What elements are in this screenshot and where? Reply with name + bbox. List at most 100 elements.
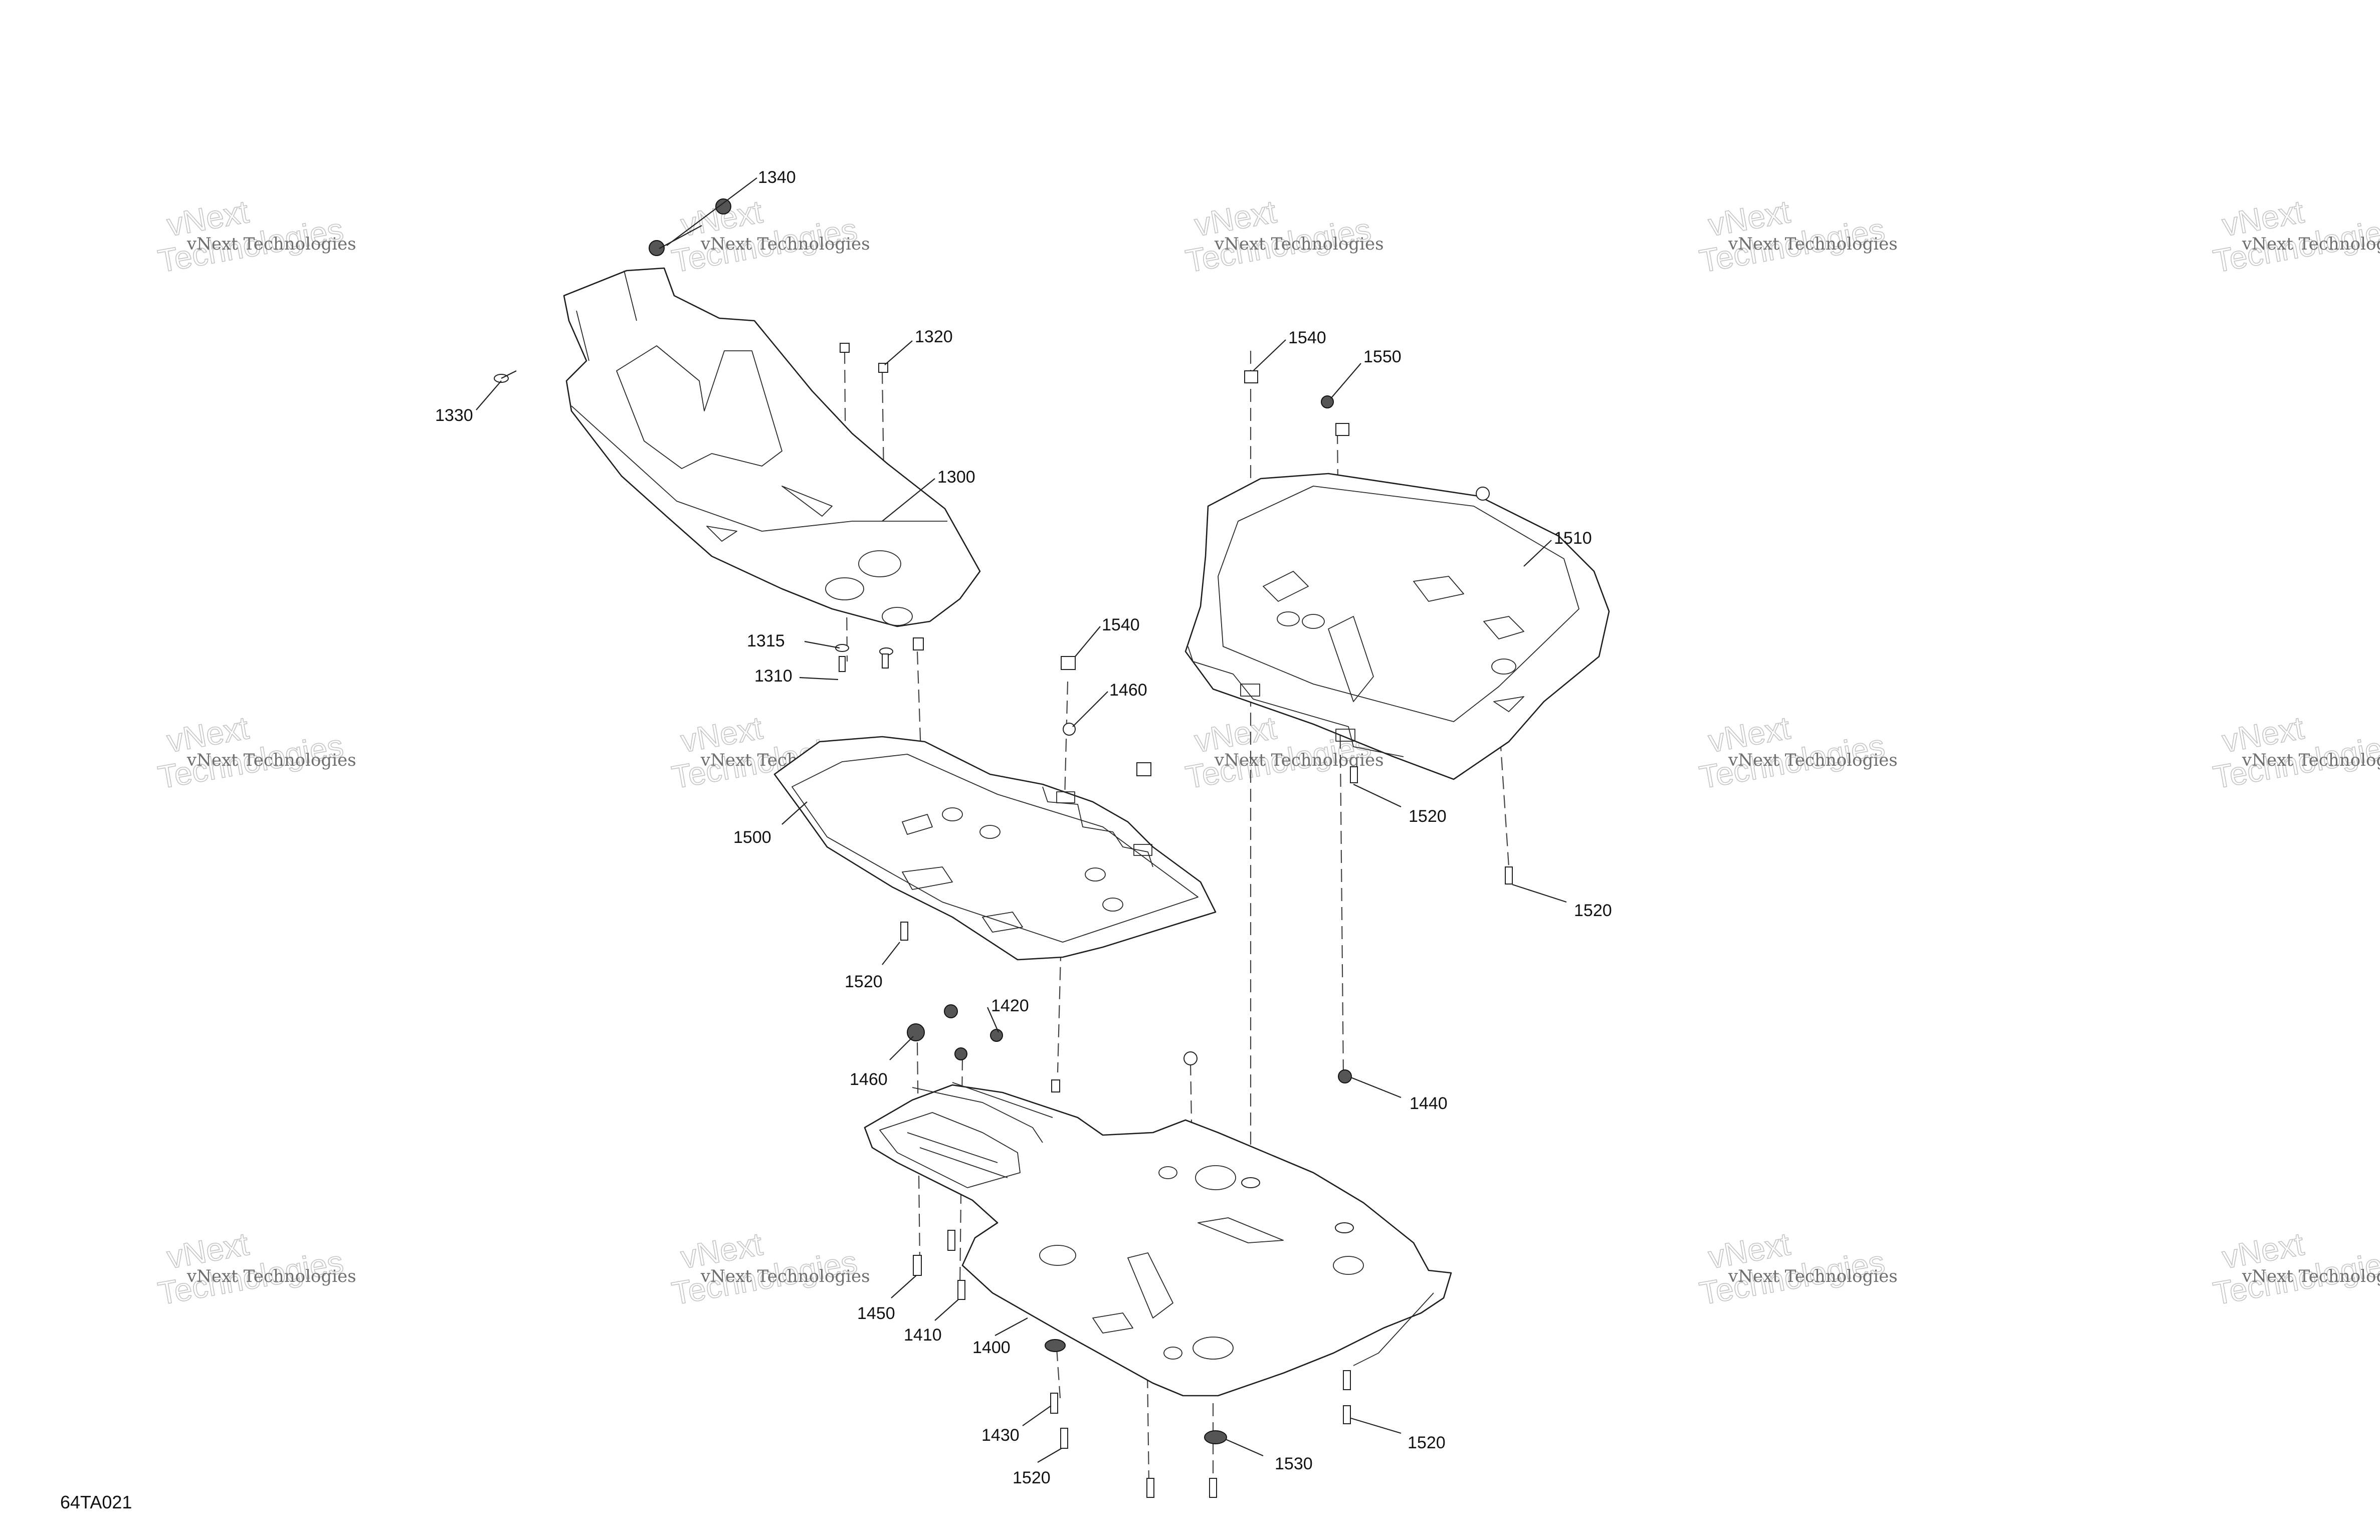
nut-1550[interactable] <box>1321 395 1334 408</box>
bolt-1410[interactable] <box>957 1280 965 1300</box>
nut-1340[interactable] <box>649 240 665 256</box>
nut-1440[interactable] <box>1338 1069 1352 1083</box>
skid-plate-slots <box>706 486 833 542</box>
nut-1420[interactable] <box>944 1004 958 1018</box>
washer-1315[interactable] <box>835 644 849 652</box>
leader-line <box>1037 1448 1062 1463</box>
nut-1440[interactable] <box>1183 1051 1198 1065</box>
skid-plate-1400[interactable] <box>864 1082 1452 1397</box>
callout-1330: 1330 <box>435 406 473 425</box>
grommet[interactable] <box>1241 1177 1260 1188</box>
bolt-1520[interactable] <box>1146 1478 1154 1498</box>
bolt-1520[interactable] <box>1343 1370 1351 1390</box>
skid-plate-1300[interactable] <box>563 267 981 627</box>
grommet-1400[interactable] <box>1045 1339 1066 1352</box>
clip-1540[interactable] <box>1136 762 1151 776</box>
callout-1520: 1520 <box>845 972 883 991</box>
callout-1430: 1430 <box>981 1426 1020 1445</box>
nut-1420[interactable] <box>990 1029 1003 1042</box>
nut-1460[interactable] <box>1063 723 1076 736</box>
nut-1420[interactable] <box>954 1047 967 1060</box>
nut-1320[interactable] <box>840 343 850 353</box>
bolt-1450[interactable] <box>913 1255 922 1276</box>
bolt-1410[interactable] <box>947 1230 955 1251</box>
skid-hole <box>1158 1166 1177 1179</box>
leader-line <box>1225 1438 1264 1457</box>
skid-slot-frame <box>879 1112 1021 1188</box>
footrest-plate-1500[interactable] <box>773 736 1217 961</box>
bolt-1520[interactable] <box>1343 1405 1351 1424</box>
footrest-hole <box>1102 898 1123 912</box>
footrest-hole <box>1491 658 1516 675</box>
watermark-text: vNext Technologies <box>1214 750 1384 770</box>
leader-line <box>995 1317 1028 1336</box>
footrest-flange <box>1187 646 1404 757</box>
leader-line <box>1072 691 1108 727</box>
leader-line <box>476 380 502 410</box>
watermark-text: vNext Technologies <box>2242 750 2380 770</box>
watermark-text: vNext Technologies <box>1728 750 1898 770</box>
footrest-hole <box>1085 867 1106 882</box>
callout-1520: 1520 <box>1409 807 1447 826</box>
bolt-1520[interactable] <box>1505 866 1513 885</box>
washer-1530[interactable] <box>1204 1430 1227 1444</box>
skid-rail <box>912 1082 1053 1143</box>
leader-line <box>799 677 839 681</box>
callout-1440: 1440 <box>1410 1094 1448 1113</box>
footrest-flange <box>1042 786 1153 867</box>
callout-1320: 1320 <box>915 327 953 346</box>
bolt-1440[interactable] <box>1051 1079 1060 1092</box>
diagram-code: 64TA021 <box>60 1492 132 1512</box>
skid-plate-crease <box>571 405 947 532</box>
callout-1400: 1400 <box>972 1338 1011 1357</box>
footrest-plate-1510[interactable] <box>1184 473 1610 780</box>
clip-1540[interactable] <box>1061 656 1076 670</box>
grommet[interactable] <box>1335 1222 1354 1233</box>
bolt-1430[interactable] <box>1050 1393 1058 1414</box>
callout-1450: 1450 <box>857 1304 895 1323</box>
skid-flange <box>1353 1292 1434 1366</box>
bolt-1330[interactable] <box>494 370 517 383</box>
nut-1460[interactable] <box>907 1023 925 1041</box>
callout-labels: 1340 1330 1320 1300 1315 1310 1540 1550 … <box>435 168 1612 1487</box>
leader-line <box>1523 540 1552 567</box>
footrest-hole <box>942 807 963 821</box>
callout-1520: 1520 <box>1013 1468 1051 1487</box>
nut-1320[interactable] <box>878 363 888 373</box>
leader-line <box>659 225 702 249</box>
footrest-hole <box>1277 611 1300 626</box>
bolt-1520[interactable] <box>1060 1428 1068 1449</box>
callout-1410: 1410 <box>904 1326 942 1345</box>
hardware-layer <box>494 198 1513 1498</box>
spacer[interactable] <box>913 637 924 650</box>
footrest-tab <box>1056 791 1075 803</box>
bolt-1520[interactable] <box>1209 1478 1217 1498</box>
bolt-1310[interactable] <box>839 653 889 672</box>
footrest-cutouts <box>1263 571 1524 712</box>
watermark-text: vNext Technologies <box>2242 234 2380 254</box>
clip-1540[interactable] <box>1244 370 1258 383</box>
bolt-1520[interactable] <box>1350 766 1358 783</box>
axis-line <box>1056 1348 1061 1399</box>
callout-1520: 1520 <box>1574 901 1612 920</box>
callout-1510: 1510 <box>1554 529 1592 548</box>
skid-hole <box>1193 1337 1234 1360</box>
callout-1520: 1520 <box>1408 1433 1446 1452</box>
nut-1510[interactable] <box>1476 487 1490 501</box>
watermark-text: vNext Technologies <box>1214 234 1384 254</box>
footrest-body <box>773 736 1217 961</box>
skid-plate-body <box>864 1084 1452 1397</box>
leader-line <box>891 1275 917 1298</box>
watermark-text: vNext Technologies <box>186 1266 356 1286</box>
nut-1340[interactable] <box>715 198 731 214</box>
footrest-body <box>1184 473 1610 780</box>
mount-hole <box>858 550 901 577</box>
skid-plate-relief <box>616 345 782 469</box>
clip-1550[interactable] <box>1335 423 1349 436</box>
leader-line <box>882 942 900 965</box>
leader-line <box>889 1036 914 1060</box>
bolt-1520[interactable] <box>900 922 908 941</box>
footrest-cutouts <box>902 814 1023 933</box>
skid-hole <box>1333 1256 1364 1275</box>
